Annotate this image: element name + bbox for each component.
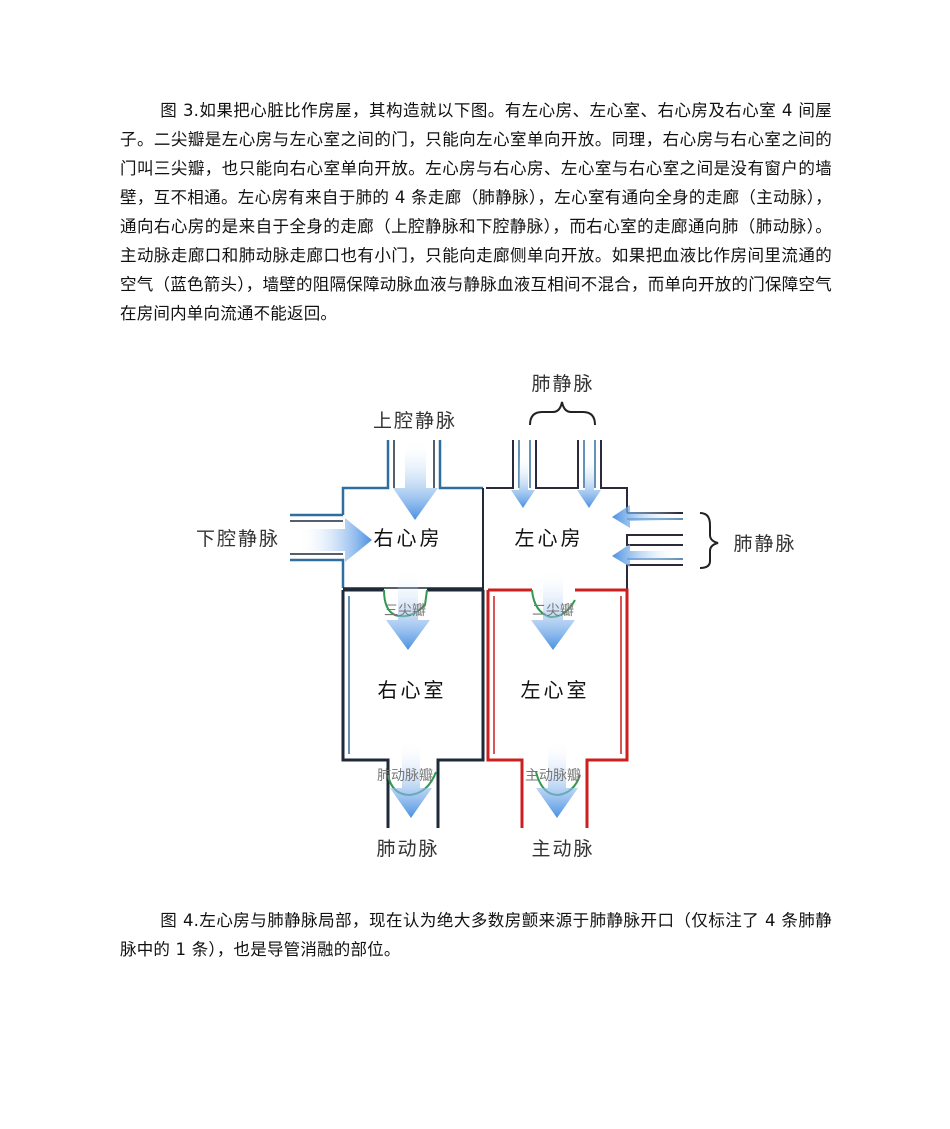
right-ventricle-label: 右心室 <box>378 678 447 702</box>
pulmonary-valve-label: 肺动脉瓣 <box>377 768 433 784</box>
flow-arrow-svc <box>393 440 438 520</box>
aorta-label: 主动脉 <box>531 838 594 860</box>
pulmonary-veins-top <box>486 440 627 513</box>
pulmonary-veins-top-brace <box>530 402 595 425</box>
flow-arrow-ivc <box>298 518 372 562</box>
aortic-valve-label: 主动脉瓣 <box>525 768 581 784</box>
right-atrium-label: 右心房 <box>374 526 443 550</box>
inferior-vena-cava <box>290 515 343 588</box>
left-atrium-label: 左心房 <box>515 526 584 550</box>
figure-3-text: 图 3.如果把心脏比作房屋，其构造就以下图。有左心房、左心室、右心房及右心室 4… <box>120 101 832 323</box>
heart-house-diagram: 上腔静脉 肺静脉 下腔静脉 肺静脉 <box>180 360 820 870</box>
tricuspid-valve-label: 三尖瓣 <box>384 603 426 619</box>
superior-vena-cava-label: 上腔静脉 <box>373 410 457 432</box>
pulmonary-veins-right-label: 肺静脉 <box>733 533 796 555</box>
figure-3-caption: 图 3.如果把心脏比作房屋，其构造就以下图。有左心房、左心室、右心房及右心室 4… <box>120 96 832 328</box>
flow-arrow-pv1 <box>511 455 535 508</box>
figure-4-text: 图 4.左心房与肺静脉局部，现在认为绝大多数房颤来源于肺静脉开口（仅标注了 4 … <box>120 911 832 959</box>
pulmonary-artery-label: 肺动脉 <box>376 838 439 860</box>
flow-arrow-pv4 <box>612 544 680 567</box>
flow-arrow-pv2 <box>577 455 601 508</box>
left-ventricle-label: 左心室 <box>521 678 590 702</box>
flow-arrow-pv3 <box>612 505 680 528</box>
figure-4-caption: 图 4.左心房与肺静脉局部，现在认为绝大多数房颤来源于肺静脉开口（仅标注了 4 … <box>120 906 832 964</box>
mitral-valve-label: 二尖瓣 <box>532 603 574 619</box>
inferior-vena-cava-label: 下腔静脉 <box>196 528 280 550</box>
pulmonary-veins-top-label: 肺静脉 <box>531 373 594 395</box>
pulmonary-veins-right-brace <box>700 513 718 568</box>
